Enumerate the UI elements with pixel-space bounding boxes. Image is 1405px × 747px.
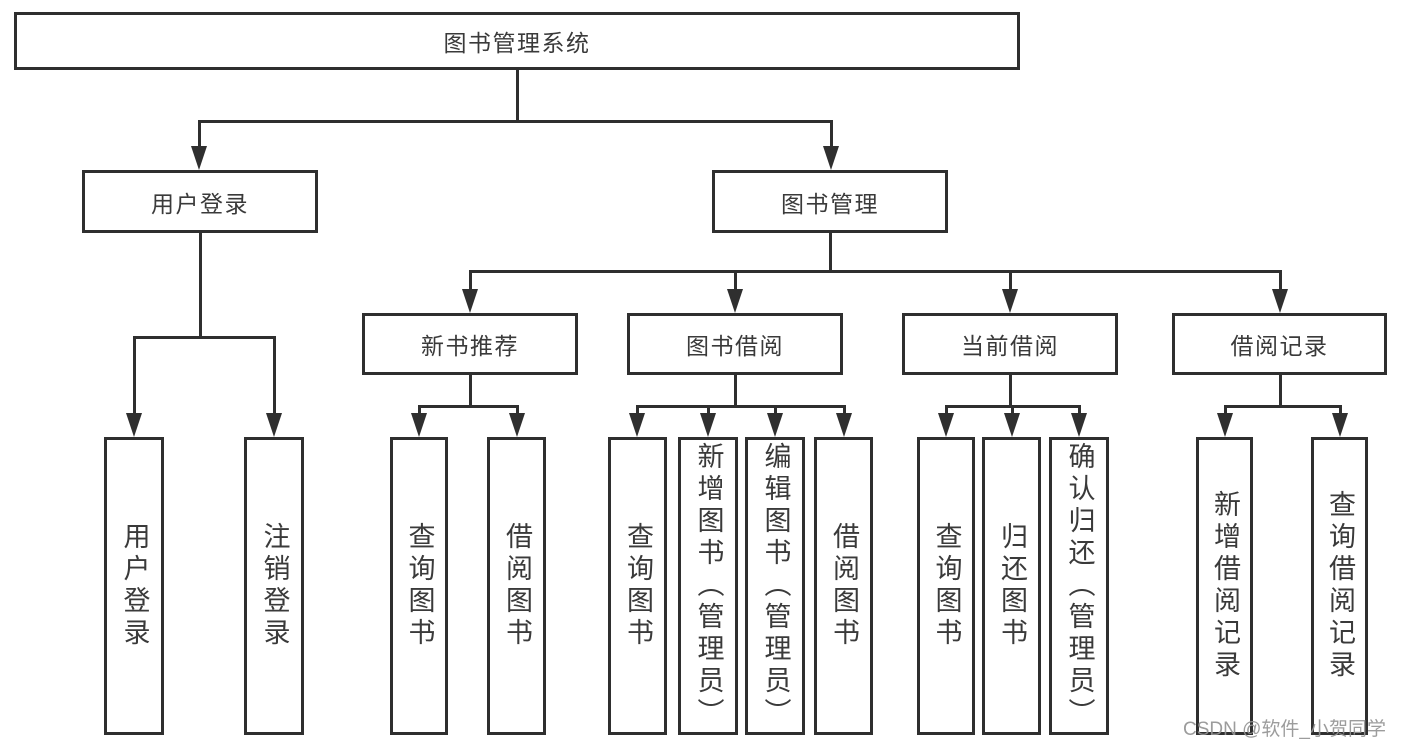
arrowhead-down-icon [462,289,478,313]
arrowhead-down-icon [1217,413,1233,437]
node-label: 图书管理系统 [443,30,591,56]
connector-line [418,405,421,413]
connector-line [830,120,833,146]
arrowhead-down-icon [126,413,142,437]
connector-line [198,120,832,123]
node-label: 新书推荐 [421,333,519,359]
arrowhead-down-icon [700,413,716,437]
node-label: 新增图书（管理员） [693,442,724,730]
node-label: 借阅图书 [502,522,532,650]
node-book-borrow: 图书借阅 [627,313,843,375]
node-book-management: 图书管理 [712,170,948,233]
node-label: 借阅记录 [1230,333,1329,359]
arrowhead-down-icon [1272,289,1288,313]
node-edit-book-admin: 编辑图书（管理员） [745,437,805,735]
arrowhead-down-icon [767,413,783,437]
node-label: 归还图书 [997,522,1027,650]
node-label: 确认归还（管理员） [1064,442,1095,730]
node-borrow-record: 借阅记录 [1172,313,1387,375]
node-logout-leaf: 注销登录 [244,437,304,735]
arrowhead-down-icon [266,413,282,437]
node-borrow-book-leaf: 借阅图书 [814,437,873,735]
connector-line [1339,405,1342,413]
connector-line [133,336,136,413]
connector-line [734,375,737,405]
connector-line [418,405,518,408]
node-label: 图书借阅 [686,333,784,359]
connector-line [734,270,737,289]
connector-line [843,405,846,413]
node-label: 用户登录 [151,190,249,217]
connector-line [1224,405,1227,413]
node-query-borrow-record: 查询借阅记录 [1311,437,1368,735]
node-label: 图书管理 [781,190,879,217]
connector-line [1011,405,1014,413]
connector-line [829,233,832,270]
node-confirm-return-admin: 确认归还（管理员） [1049,437,1109,735]
arrowhead-down-icon [509,413,525,437]
node-label: 查询图书 [931,522,962,650]
node-label: 注销登录 [259,522,290,650]
node-recommend-borrow-book: 借阅图书 [487,437,546,735]
connector-line [516,70,519,120]
node-label: 新增借阅记录 [1210,490,1240,682]
node-label: 当前借阅 [961,333,1059,359]
arrowhead-down-icon [938,413,954,437]
connector-line [273,336,276,413]
arrowhead-down-icon [1332,413,1348,437]
node-add-borrow-record: 新增借阅记录 [1196,437,1253,735]
connector-line [133,336,275,339]
arrowhead-down-icon [823,146,839,170]
connector-line [199,233,202,336]
connector-line [1078,405,1081,413]
node-label: 查询图书 [623,522,653,650]
arrowhead-down-icon [411,413,427,437]
node-label: 借阅图书 [829,522,859,650]
connector-line [469,375,472,405]
node-new-book-recommend: 新书推荐 [362,313,578,375]
connector-line [774,405,777,413]
connector-line [1224,405,1341,408]
node-user-login-leaf: 用户登录 [104,437,164,735]
connector-line [945,405,948,413]
node-label: 查询借阅记录 [1325,490,1355,682]
connector-line [1009,270,1012,289]
connector-line [707,405,710,413]
node-borrow-query-book: 查询图书 [608,437,667,735]
arrowhead-down-icon [727,289,743,313]
arrowhead-down-icon [629,413,645,437]
connector-line [516,405,519,413]
connector-line [469,270,1281,273]
node-label: 编辑图书（管理员） [760,442,791,730]
arrowhead-down-icon [836,413,852,437]
connector-line [636,405,845,408]
node-user-login: 用户登录 [82,170,318,233]
node-current-query-book: 查询图书 [917,437,975,735]
node-return-book: 归还图书 [982,437,1041,735]
connector-line [198,120,201,146]
node-label: 用户登录 [119,522,150,650]
node-current-borrow: 当前借阅 [902,313,1118,375]
node-label: 查询图书 [404,522,435,650]
node-add-book-admin: 新增图书（管理员） [678,437,738,735]
connector-line [469,270,472,289]
node-recommend-query-book: 查询图书 [390,437,448,735]
arrowhead-down-icon [1002,289,1018,313]
connector-line [636,405,639,413]
node-root: 图书管理系统 [14,12,1020,70]
arrowhead-down-icon [191,146,207,170]
arrowhead-down-icon [1071,413,1087,437]
connector-line [1279,270,1282,289]
arrowhead-down-icon [1004,413,1020,437]
connector-line [1009,375,1012,405]
connector-line [1279,375,1282,405]
csdn-watermark: CSDN @软件_小贺同学 [1183,719,1386,740]
